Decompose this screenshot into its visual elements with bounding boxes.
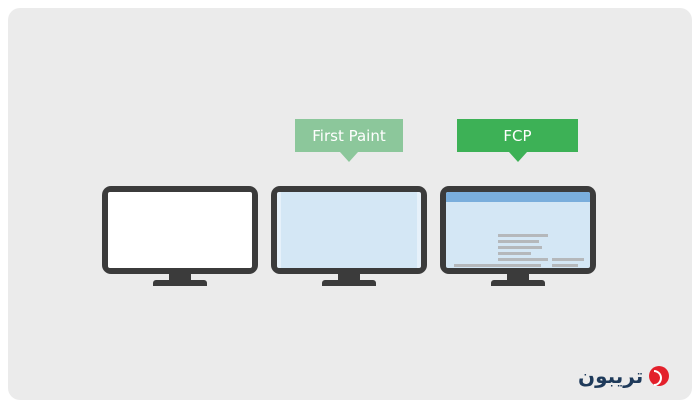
screen-fcp	[446, 192, 590, 268]
screen-blank	[108, 192, 252, 268]
content-line	[552, 264, 578, 267]
fcp-text: FCP	[503, 126, 532, 145]
monitor-base	[491, 280, 545, 286]
monitor-base	[322, 280, 376, 286]
content-line	[498, 240, 539, 243]
content-line	[454, 264, 541, 267]
page-header-bar	[446, 192, 590, 202]
logo-mark-icon	[649, 366, 670, 386]
content-line	[498, 234, 548, 237]
monitor-fcp	[440, 186, 596, 274]
content-line	[552, 258, 584, 261]
first-paint-label: First Paint	[295, 119, 403, 162]
monitor-neck	[507, 274, 529, 281]
monitor-base	[153, 280, 207, 286]
content-line	[498, 252, 531, 255]
first-paint-text: First Paint	[312, 126, 386, 145]
screen-first-paint	[277, 192, 421, 268]
monitor-neck	[169, 274, 191, 281]
content-line	[498, 258, 548, 261]
content-line	[498, 246, 542, 249]
fcp-label: FCP	[457, 119, 578, 162]
monitor-blank	[102, 186, 258, 274]
monitor-neck	[338, 274, 360, 281]
tribun-logo: تریبون	[578, 364, 670, 388]
monitor-first-paint	[271, 186, 427, 274]
logo-text: تریبون	[578, 364, 644, 388]
